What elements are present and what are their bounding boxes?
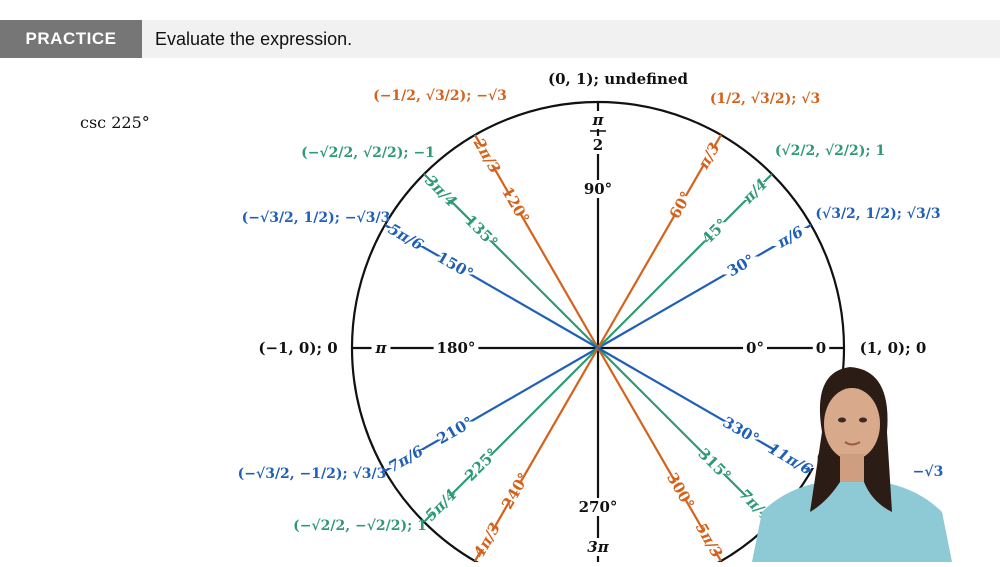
practice-badge: PRACTICE [0,20,142,58]
radian-240-bg [465,531,509,550]
radian-90-num-bg [588,111,608,129]
degree-60-bg [663,196,698,215]
presenter-image [752,367,952,562]
degree-225-bg [458,455,504,474]
degree-90-bg [580,180,616,198]
radian-225-bg [419,495,463,514]
radian-270: 3π [587,538,609,556]
point-90: (0, 1); undefined [548,70,688,88]
coord-210: (−√3/2, −1/2); √3/3 [238,466,387,482]
degree-0-bg [743,339,767,357]
degree-30: 30° [724,251,758,281]
radian-0-bg [812,339,830,357]
degree-30-bg [723,256,759,275]
point-0: (1, 0); 0 [860,339,927,357]
degree-45-bg [697,222,732,241]
radian-30: π/6 [773,222,807,252]
point-180: (−1, 0); 0 [258,339,337,357]
degree-150-bg [432,256,478,275]
coord-135: (−√2/2, √2/2); −1 [301,145,435,161]
radius-60 [597,134,722,349]
question-prompt: Evaluate the expression. [155,29,353,49]
radian-90-den: 2 [593,136,603,154]
radian-150: 5π/6 [385,220,427,255]
degree-300-bg [658,481,703,500]
radius-240 [474,347,599,562]
radian-270-bg [584,538,613,556]
radian-45-bg [737,182,772,201]
coord-150: (−√3/2, 1/2); −√3/3 [242,210,391,226]
degree-315-bg [692,455,738,474]
value-330: −√3 [913,464,944,480]
header-bar: PRACTICE Evaluate the expression. [0,20,1000,58]
degree-180-bg [433,339,479,357]
coord-225: (−√2/2, −√2/2); 1 [293,518,427,534]
radian-0: 0 [816,339,826,357]
degree-90: 90° [584,180,612,198]
coord-45: (√2/2, √2/2); 1 [775,143,885,159]
radian-60-bg [691,146,726,165]
degree-240-bg [493,481,538,500]
degree-135-bg [458,222,504,241]
radian-90-num: π [592,111,605,129]
degree-270-bg [575,498,621,516]
radius-120 [474,134,599,349]
radian-180: π [375,339,388,357]
presenter-video [752,362,952,562]
degree-0: 0° [746,339,764,357]
problem-expression: csc 225° [80,113,150,132]
radian-210: 7π/6 [385,442,427,477]
degree-330-bg [718,421,764,440]
radian-135-bg [419,182,463,201]
degree-150: 150° [434,248,477,283]
radius-45 [597,173,773,349]
degree-210: 210° [434,413,477,448]
coord-60: (1/2, √3/2); √3 [710,91,820,107]
radian-30-bg [772,228,808,246]
radian-210-bg [384,450,428,468]
degree-120-bg [493,196,538,215]
radian-120-bg [464,146,509,165]
radius-225 [423,347,599,523]
radian-180-bg [371,339,391,357]
degree-180: 180° [437,339,476,357]
radian-60: π/3 [694,140,724,173]
radian-330-bg [763,450,818,468]
radian-150-bg [384,228,428,246]
radian-300-bg [687,531,731,550]
coord-30: (√3/2, 1/2); √3/3 [815,206,940,222]
degree-210-bg [432,421,478,440]
radius-300 [597,347,722,562]
degree-270: 270° [579,498,618,516]
radius-135 [423,173,599,349]
radian-90-den-bg [589,136,607,154]
radius-315 [597,347,773,523]
coord-120: (−1/2, √3/2); −√3 [373,88,507,104]
